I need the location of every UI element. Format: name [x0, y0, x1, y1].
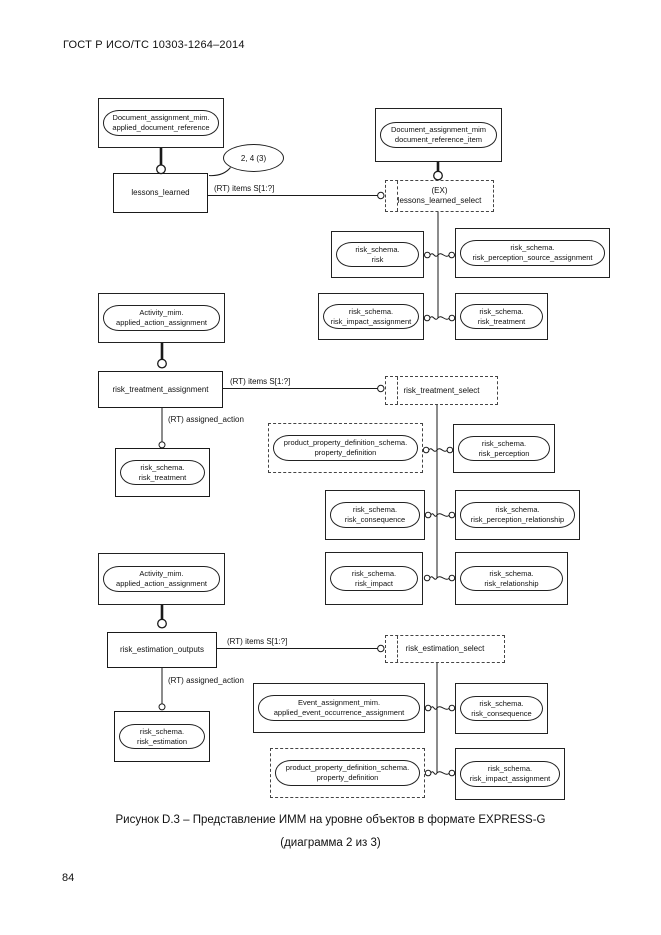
- entity-oval-risk-impact: risk_schema. risk_impact: [330, 565, 418, 592]
- select-divider: [397, 181, 398, 211]
- entity-box-risk-estimation-target: risk_schema. risk_estimation: [114, 711, 210, 762]
- entity-box-risk-perception: risk_schema. risk_perception: [453, 424, 555, 473]
- entity-oval-risk-treatment-target: risk_schema. risk_treatment: [120, 459, 205, 486]
- entity-oval-risk-perception-relationship: risk_schema. risk_perception_relationshi…: [460, 502, 575, 528]
- entity-box-risk-impact: risk_schema. risk_impact: [325, 552, 423, 605]
- entity-oval-activity-assignment-1: Activity_mim. applied_action_assignment: [103, 305, 220, 331]
- entity-box-risk-impact-assignment: risk_schema. risk_impact_assignment: [318, 293, 424, 340]
- figure-caption-subtitle: (диаграмма 2 из 3): [280, 836, 381, 849]
- select-divider: [397, 377, 398, 404]
- select-box-risk-treatment-select: risk_treatment_select: [385, 376, 498, 405]
- entity-box-risk: risk_schema. risk: [331, 231, 424, 278]
- entity-oval-risk-impact-assignment: risk_schema. risk_impact_assignment: [323, 303, 419, 330]
- entity-oval-property-definition-1: product_property_definition_schema. prop…: [273, 435, 418, 461]
- edge-label-items-3: (RT) items S[1:?]: [227, 637, 288, 646]
- edge-label-assigned-action-2: (RT) assigned_action: [168, 676, 244, 685]
- entity-box-risk-estimation-outputs: risk_estimation_outputs: [107, 632, 217, 668]
- entity-oval-risk-perception: risk_schema. risk_perception: [458, 435, 550, 462]
- entity-box-risk-consequence-1: risk_schema. risk_consequence: [325, 490, 425, 540]
- entity-oval-activity-assignment-2: Activity_mim. applied_action_assignment: [103, 566, 220, 592]
- entity-oval-applied-document-reference: Document_assignment_mim. applied_documen…: [103, 110, 219, 136]
- entity-box-risk-treatment: risk_schema. risk_treatment: [455, 293, 548, 340]
- page-reference-oval: 2, 4 (3): [223, 144, 284, 172]
- entity-box-activity-assignment-1: Activity_mim. applied_action_assignment: [98, 293, 225, 343]
- entity-box-risk-consequence-2: risk_schema. risk_consequence: [455, 683, 548, 734]
- risk-treatment-assignment-label: risk_treatment_assignment: [112, 384, 209, 394]
- lessons-learned-select-label: (EX) lessons_learned_select: [397, 186, 482, 205]
- risk-estimation-select-label: risk_estimation_select: [405, 644, 485, 653]
- select-box-risk-estimation-select: risk_estimation_select: [385, 635, 505, 663]
- edge-label-assigned-action-1: (RT) assigned_action: [168, 415, 244, 424]
- entity-oval-risk-estimation-target: risk_schema. risk_estimation: [119, 723, 205, 750]
- entity-oval-risk-consequence-1: risk_schema. risk_consequence: [330, 502, 420, 528]
- figure-caption: Рисунок D.3 – Представление ИММ на уровн…: [0, 814, 661, 849]
- entity-box-risk-perception-source-assignment: risk_schema. risk_perception_source_assi…: [455, 228, 610, 278]
- edge-label-items-2: (RT) items S[1:?]: [230, 377, 291, 386]
- select-box-lessons-learned-select: (EX) lessons_learned_select: [385, 180, 494, 212]
- select-divider: [397, 636, 398, 662]
- figure-caption-title: Рисунок D.3 – Представление ИММ на уровн…: [115, 814, 546, 826]
- entity-oval-risk-consequence-2: risk_schema. risk_consequence: [460, 695, 543, 722]
- entity-box-property-definition-2: product_property_definition_schema. prop…: [270, 748, 425, 798]
- entity-box-lessons-learned: lessons_learned: [113, 173, 208, 213]
- entity-oval-risk: risk_schema. risk: [336, 241, 419, 268]
- entity-oval-event-assignment: Event_assignment_mim. applied_event_occu…: [258, 695, 420, 721]
- entity-box-document-reference-item: Document_assignment_mim document_referen…: [375, 108, 502, 162]
- lessons-learned-label: lessons_learned: [131, 188, 190, 197]
- standard-number: ГОСТ Р ИСО/ТС 10303-1264–2014: [63, 39, 245, 51]
- entity-oval-risk-perception-source-assignment: risk_schema. risk_perception_source_assi…: [460, 240, 605, 266]
- risk-estimation-outputs-label: risk_estimation_outputs: [119, 645, 205, 654]
- entity-box-risk-impact-assignment-2: risk_schema. risk_impact_assignment: [455, 748, 565, 800]
- edge-label-items-1: (RT) items S[1:?]: [214, 184, 275, 193]
- page-number: 84: [62, 872, 75, 884]
- entity-box-property-definition-1: product_property_definition_schema. prop…: [268, 423, 423, 473]
- entity-box-risk-treatment-assignment: risk_treatment_assignment: [98, 371, 223, 408]
- risk-treatment-select-label: risk_treatment_select: [403, 385, 480, 395]
- entity-oval-risk-relationship: risk_schema. risk_relationship: [460, 565, 563, 592]
- entity-box-risk-relationship: risk_schema. risk_relationship: [455, 552, 568, 605]
- entity-oval-property-definition-2: product_property_definition_schema. prop…: [275, 760, 420, 786]
- entity-oval-document-reference-item: Document_assignment_mim document_referen…: [380, 122, 497, 148]
- entity-oval-risk-impact-assignment-2: risk_schema. risk_impact_assignment: [460, 761, 560, 787]
- entity-box-event-assignment: Event_assignment_mim. applied_event_occu…: [253, 683, 425, 733]
- entity-oval-risk-treatment: risk_schema. risk_treatment: [460, 303, 543, 330]
- entity-box-risk-treatment-target: risk_schema. risk_treatment: [115, 448, 210, 497]
- entity-box-applied-document-reference: Document_assignment_mim. applied_documen…: [98, 98, 224, 148]
- entity-box-activity-assignment-2: Activity_mim. applied_action_assignment: [98, 553, 225, 605]
- entity-box-risk-perception-relationship: risk_schema. risk_perception_relationshi…: [455, 490, 580, 540]
